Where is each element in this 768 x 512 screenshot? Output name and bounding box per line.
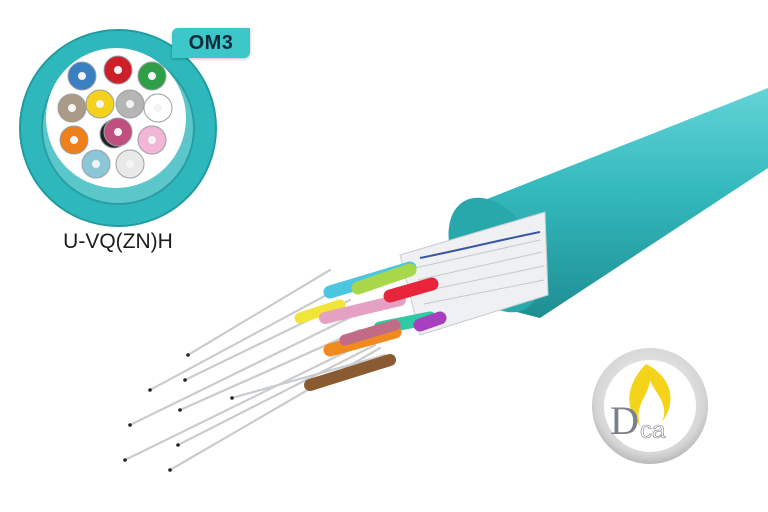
fiber-core xyxy=(126,160,134,168)
flame-icon xyxy=(629,364,671,426)
fiber-tips xyxy=(123,353,234,472)
cross-section-fibers xyxy=(57,55,173,179)
fiber-core xyxy=(148,72,156,80)
fiber-core xyxy=(70,136,78,144)
fiber-core xyxy=(148,136,156,144)
fiber-core xyxy=(114,66,122,74)
fiber-grade-badge: OM3 xyxy=(172,28,250,58)
fiber-core xyxy=(114,128,122,136)
fire-class-badge: D ca xyxy=(592,348,708,464)
buffered-fibers xyxy=(294,261,447,391)
fire-class-suffix: ca xyxy=(640,417,666,444)
inner-sheath xyxy=(399,211,549,336)
cable-type-code: U-VQ(ZN)H xyxy=(63,230,173,253)
fiber-core xyxy=(78,72,86,80)
bare-fibers xyxy=(123,268,387,472)
fire-class-letter: D xyxy=(610,398,639,443)
fiber-core xyxy=(154,104,162,112)
fiber-core xyxy=(96,100,104,108)
fiber-core xyxy=(68,104,76,112)
fiber-core xyxy=(126,100,134,108)
fiber-core xyxy=(92,160,100,168)
